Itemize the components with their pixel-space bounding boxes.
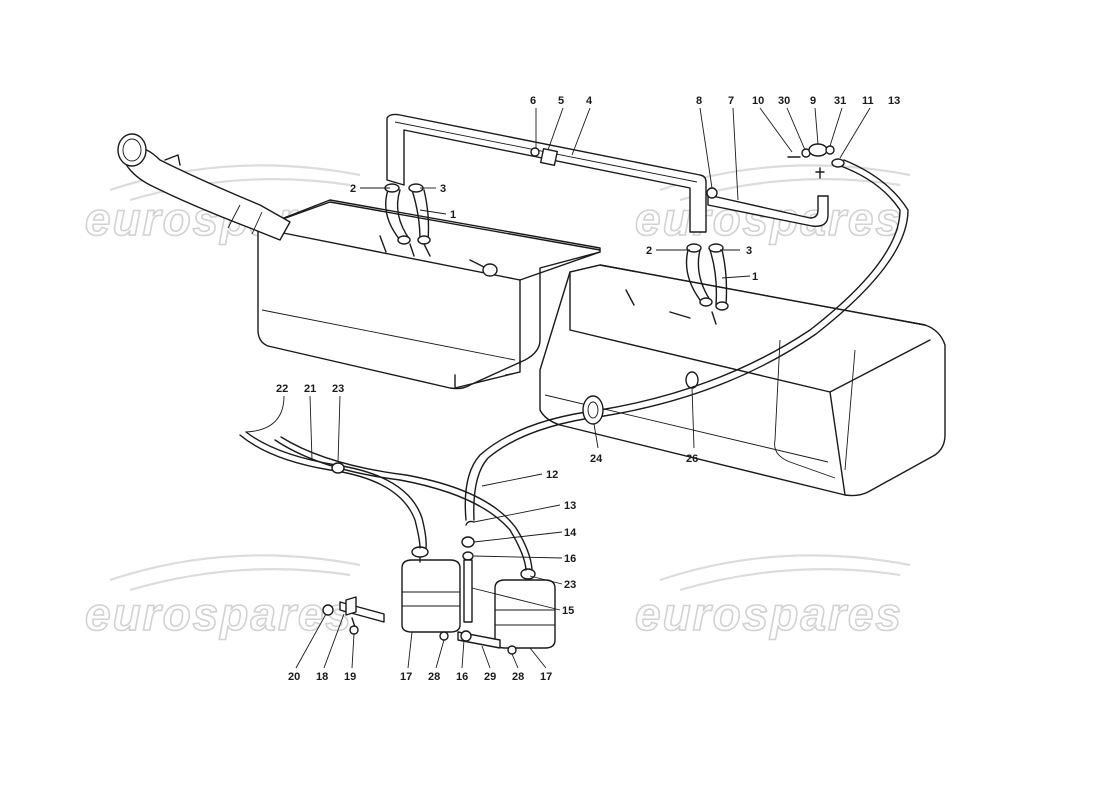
callout-6: 6 [530,95,536,107]
callout-20: 20 [288,671,300,683]
callout-31: 31 [834,95,846,107]
callout-2-right: 2 [646,245,652,257]
callout-3-left: 3 [440,183,446,195]
callout-16-lower: 16 [456,671,468,683]
canister-right [494,568,556,649]
callout-1-right: 1 [752,271,758,283]
hose-12 [464,159,909,521]
callout-5: 5 [558,95,564,107]
vent-pipe [386,113,707,233]
hose-pair-left [379,183,498,277]
callout-12: 12 [546,469,558,481]
callout-18: 18 [316,671,328,683]
callout-24: 23 [332,383,344,395]
callout-28-right: 28 [512,671,524,683]
callout-14: 14 [564,527,577,539]
callout-19: 19 [344,671,356,683]
callout-30: 30 [778,95,790,107]
callout-3-right: 3 [746,245,752,257]
callout-2-left: 2 [350,183,356,195]
right-fuel-tank [539,264,946,497]
callout-15: 15 [562,605,574,617]
callout-17-right: 17 [540,671,552,683]
callout-13-top: 13 [888,95,900,107]
callout-16-upper: 16 [564,553,576,565]
watermark-bottom-left: eurospares [84,554,361,641]
hoses-21-22 [239,431,533,571]
callout-11: 11 [862,95,874,107]
callout-13: 13 [564,500,576,512]
callout-4: 4 [586,95,593,107]
watermark-text: eurospares [635,193,903,245]
hose-pair-right [625,243,729,325]
watermark-bottom-right: eurospares [634,554,911,641]
callout-21: 21 [304,383,316,395]
callout-10: 10 [752,95,764,107]
pipe-7 [707,194,829,227]
watermark-text: eurospares [85,588,353,640]
bracket-assembly [322,596,385,635]
callout-8: 8 [696,95,702,107]
leader-lines [245,107,871,669]
watermark-text: eurospares [635,588,903,640]
callout-labels: 6 5 4 8 7 10 30 9 31 11 13 2 3 1 2 3 1 2… [276,95,900,683]
callout-9: 9 [810,95,816,107]
callout-7: 7 [728,95,734,107]
callout-22: 22 [276,383,288,395]
callout-23: 23 [564,579,576,591]
fittings-top [706,143,845,199]
callout-29: 29 [484,671,496,683]
pipe-15-assembly [439,520,517,655]
callout-28-left: 28 [428,671,440,683]
callout-27: 26 [686,453,698,465]
canister-left [401,546,461,633]
callout-1-left: 1 [450,209,456,221]
callout-17-left: 17 [400,671,412,683]
filler-neck-pipe [117,133,291,241]
callout-26: 24 [590,453,603,465]
